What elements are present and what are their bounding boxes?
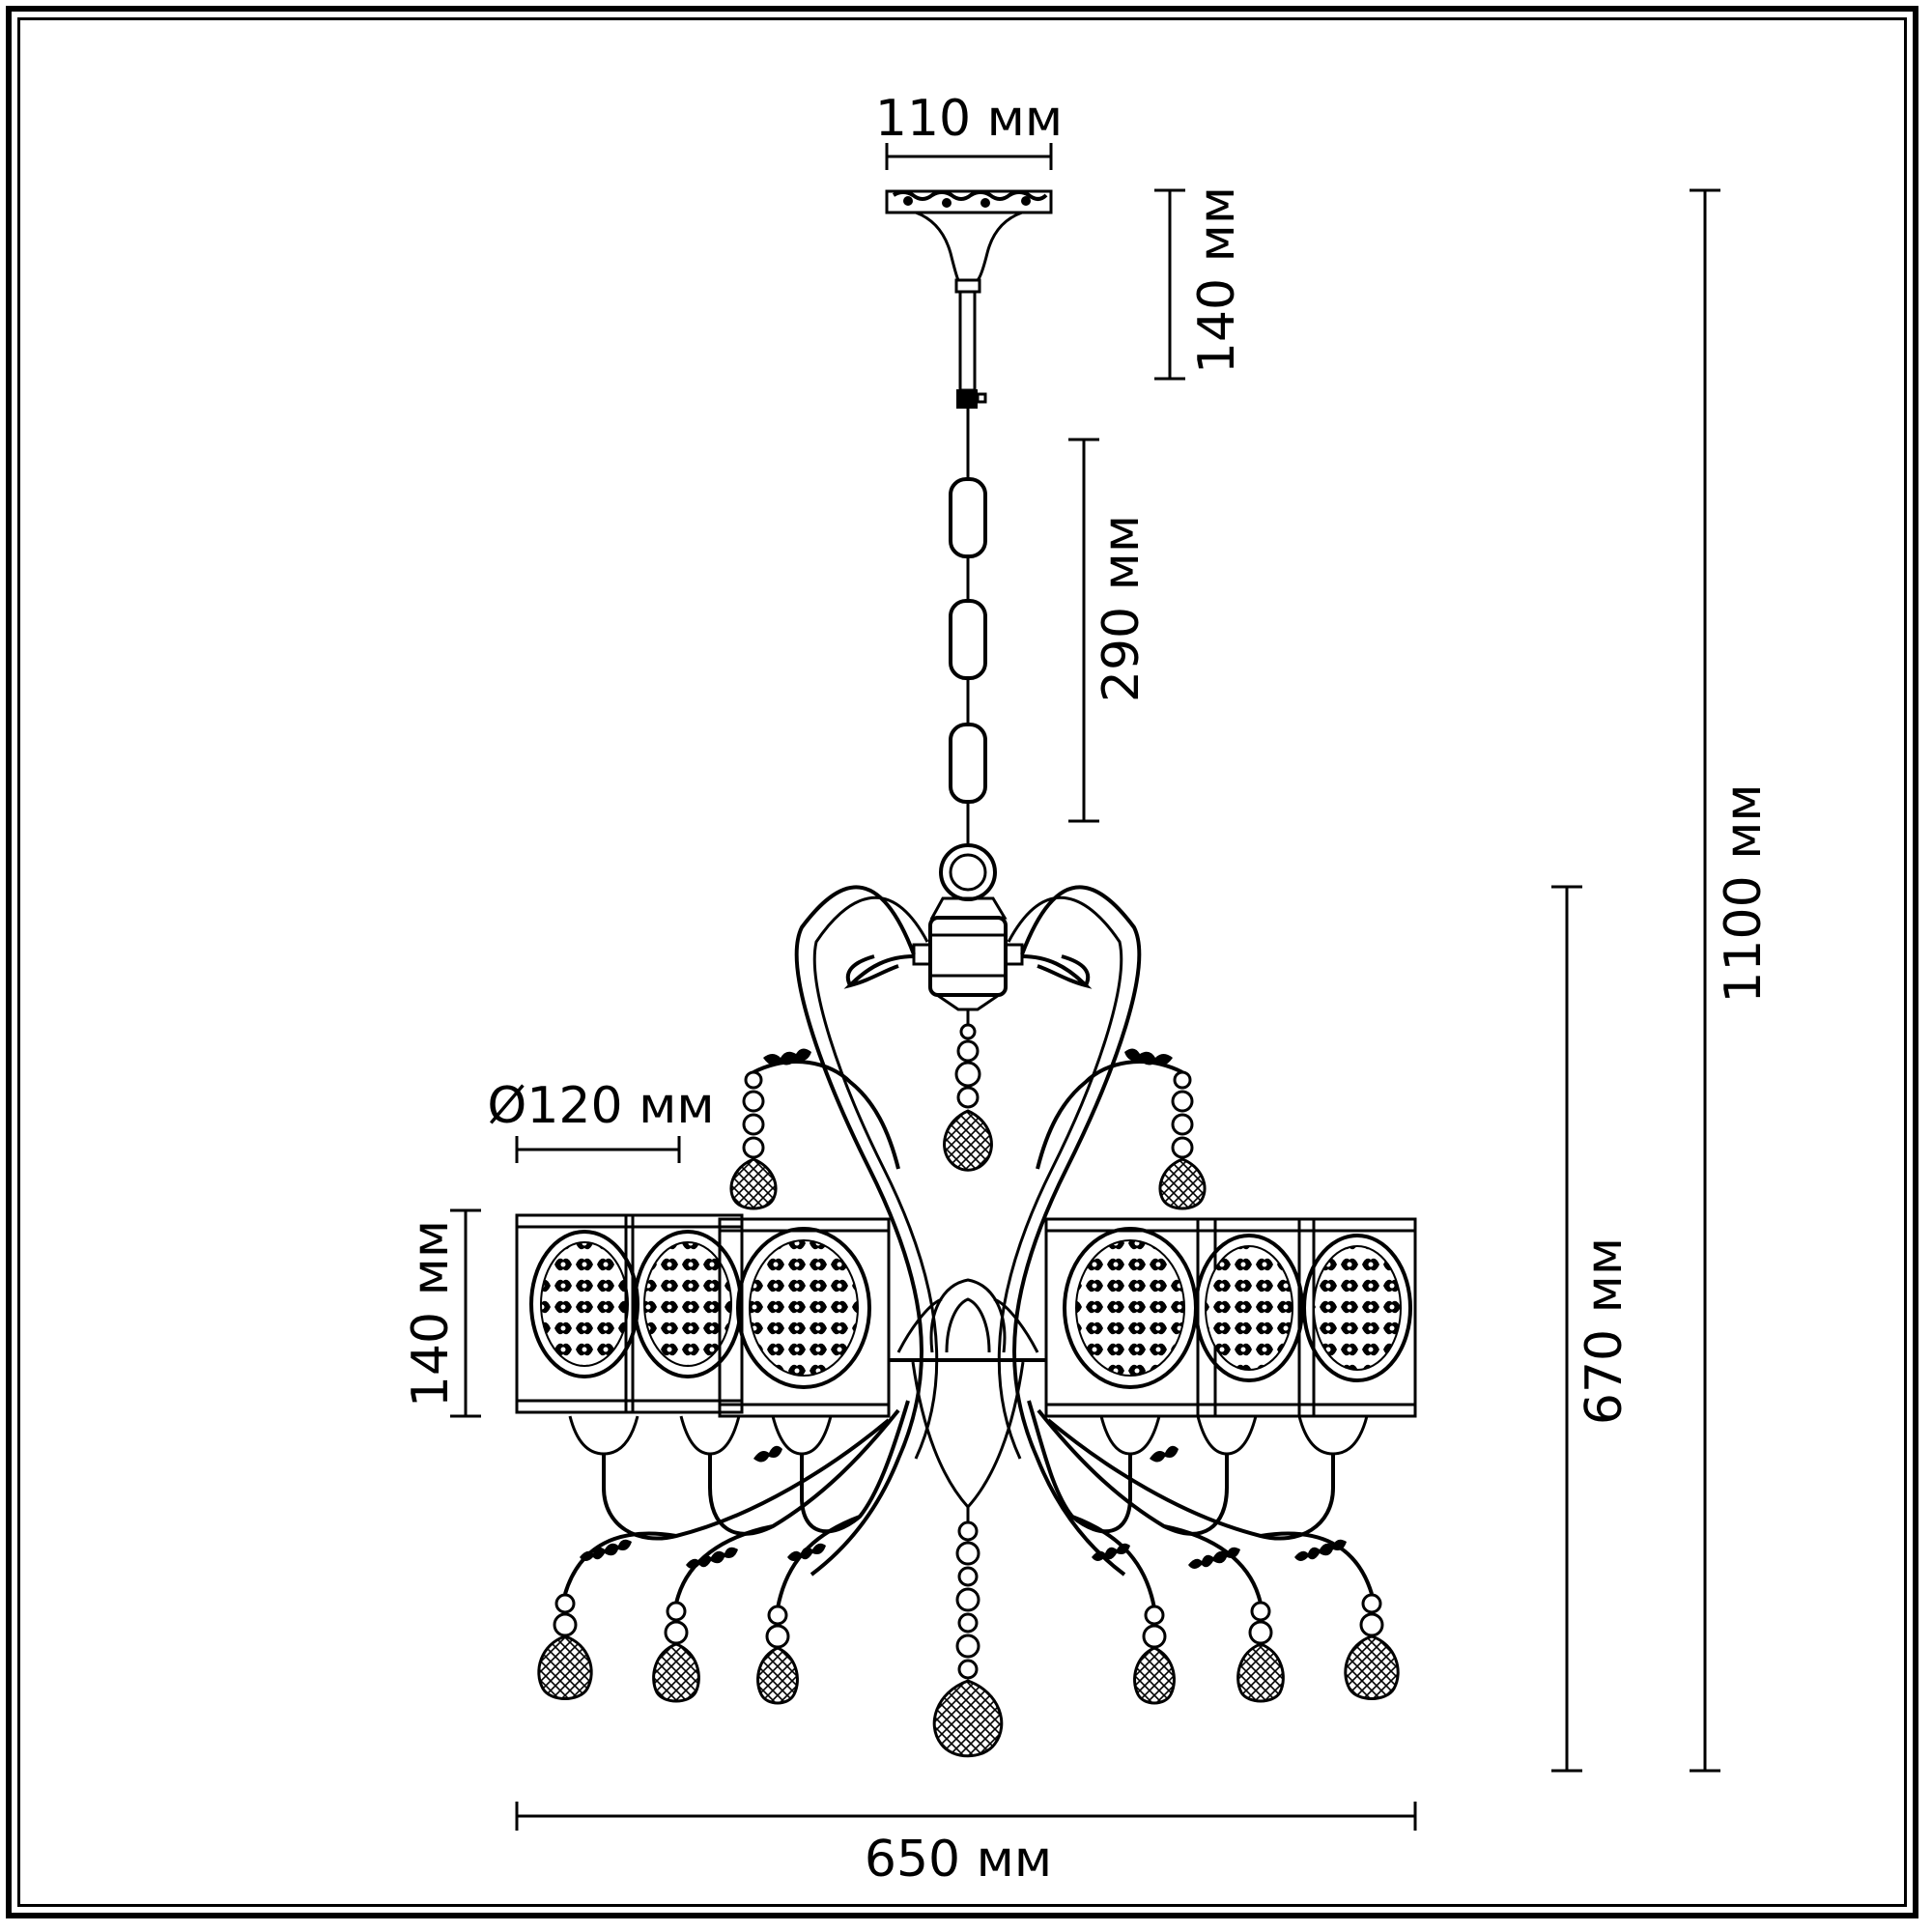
suspension-rod <box>956 290 987 409</box>
lampshade-left-outer <box>515 1213 639 1414</box>
inner-border <box>17 17 1907 1907</box>
chain-length-dimension: 290 мм <box>1068 438 1151 823</box>
crystal-drop <box>652 1601 700 1703</box>
hanging-crystals <box>537 1593 1400 1705</box>
crystal-drop <box>756 1605 799 1705</box>
body-height-dimension: 670 мм <box>1551 885 1634 1773</box>
top-center-pendant <box>943 1009 993 1172</box>
shade-height-label: 140 мм <box>402 1220 460 1407</box>
canopy-width-label: 110 мм <box>875 90 1063 148</box>
shade-height-dimension: 140 мм <box>402 1208 481 1418</box>
canopy-width-dimension: 110 мм <box>875 90 1063 170</box>
lampshade-left-middle <box>624 1213 744 1414</box>
shade-diameter-dimension: Ø120 мм <box>487 1077 715 1163</box>
lamp-arms <box>563 1400 1374 1609</box>
total-width-dimension: 650 мм <box>515 1802 1417 1889</box>
central-bowl <box>889 1278 1047 1510</box>
lampshade-left-inner <box>718 1217 891 1418</box>
crystal-drop <box>1236 1601 1285 1703</box>
chain-length-label: 290 мм <box>1093 515 1151 702</box>
total-height-label: 1100 мм <box>1715 783 1773 1003</box>
ceiling-canopy <box>885 189 1053 294</box>
lampshade-right-inner <box>1044 1217 1217 1418</box>
total-width-label: 650 мм <box>865 1831 1052 1889</box>
crystal-drop <box>1344 1593 1400 1700</box>
upper-side-pendants <box>729 1048 1207 1210</box>
shade-diameter-label: Ø120 мм <box>487 1077 714 1135</box>
center-hub <box>912 896 1024 1011</box>
total-height-dimension: 1100 мм <box>1690 188 1773 1773</box>
canopy-height-label: 140 мм <box>1188 186 1246 374</box>
outer-border <box>6 6 1918 1918</box>
lampshade-right-middle <box>1194 1217 1316 1418</box>
bottom-center-pendant <box>932 1507 1004 1758</box>
chain <box>939 409 997 901</box>
body-height-label: 670 мм <box>1576 1237 1634 1425</box>
lampshade-right-outer <box>1297 1217 1417 1418</box>
crystal-drop <box>537 1593 593 1700</box>
crystal-drop <box>1133 1605 1176 1705</box>
upper-scroll-arms <box>794 885 1142 1577</box>
canopy-height-dimension: 140 мм <box>1154 186 1246 381</box>
